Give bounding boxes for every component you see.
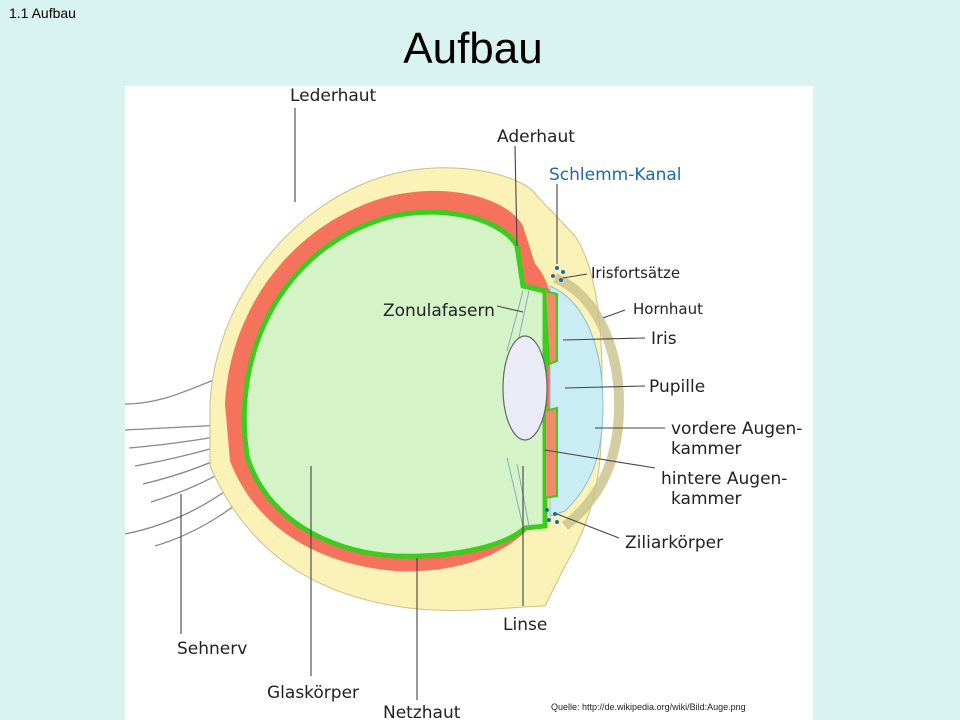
label-schlemm-kanal: Schlemm-Kanal	[549, 165, 682, 185]
label-hintere-augenkammer-2: kammer	[671, 489, 742, 509]
label-vordere-augenkammer-1: vordere Augen-	[671, 419, 802, 439]
label-vordere-augenkammer-2: kammer	[671, 439, 742, 459]
label-lederhaut: Lederhaut	[290, 86, 377, 106]
label-linse: Linse	[503, 615, 547, 635]
label-hornhaut: Hornhaut	[633, 300, 703, 318]
leader-lines	[180, 108, 665, 700]
anterior-chamber	[549, 285, 604, 517]
lens	[502, 335, 548, 441]
label-iris: Iris	[651, 329, 677, 349]
label-aderhaut: Aderhaut	[497, 127, 575, 147]
optic-nerve-fibers	[125, 375, 264, 547]
vitreous-body	[241, 209, 548, 559]
breadcrumb: 1.1 Aufbau	[9, 5, 76, 21]
eye-diagram: Lederhaut Aderhaut Schlemm-Kanal Irisfor…	[125, 86, 813, 720]
page-title: Aufbau	[403, 24, 543, 73]
label-pupille: Pupille	[649, 377, 705, 397]
label-hintere-augenkammer-1: hintere Augen-	[661, 469, 787, 489]
label-glaskoerper: Glaskörper	[267, 683, 359, 703]
eye-diagram-svg: Lederhaut Aderhaut Schlemm-Kanal Irisfor…	[125, 86, 802, 720]
iris-upper	[543, 289, 558, 366]
label-irisfortsaetze: Irisfortsätze	[591, 264, 680, 282]
label-netzhaut: Netzhaut	[383, 703, 461, 720]
label-sehnerv: Sehnerv	[177, 639, 247, 659]
iris-lower	[544, 406, 558, 500]
schlemm-canal-dots	[545, 266, 565, 524]
label-ziliarkoerper: Ziliarkörper	[625, 533, 723, 553]
cornea	[552, 273, 625, 530]
source-note: Quelle: http://de.wikipedia.org/wiki/Bil…	[551, 702, 746, 712]
label-zonulafasern: Zonulafasern	[383, 301, 495, 321]
